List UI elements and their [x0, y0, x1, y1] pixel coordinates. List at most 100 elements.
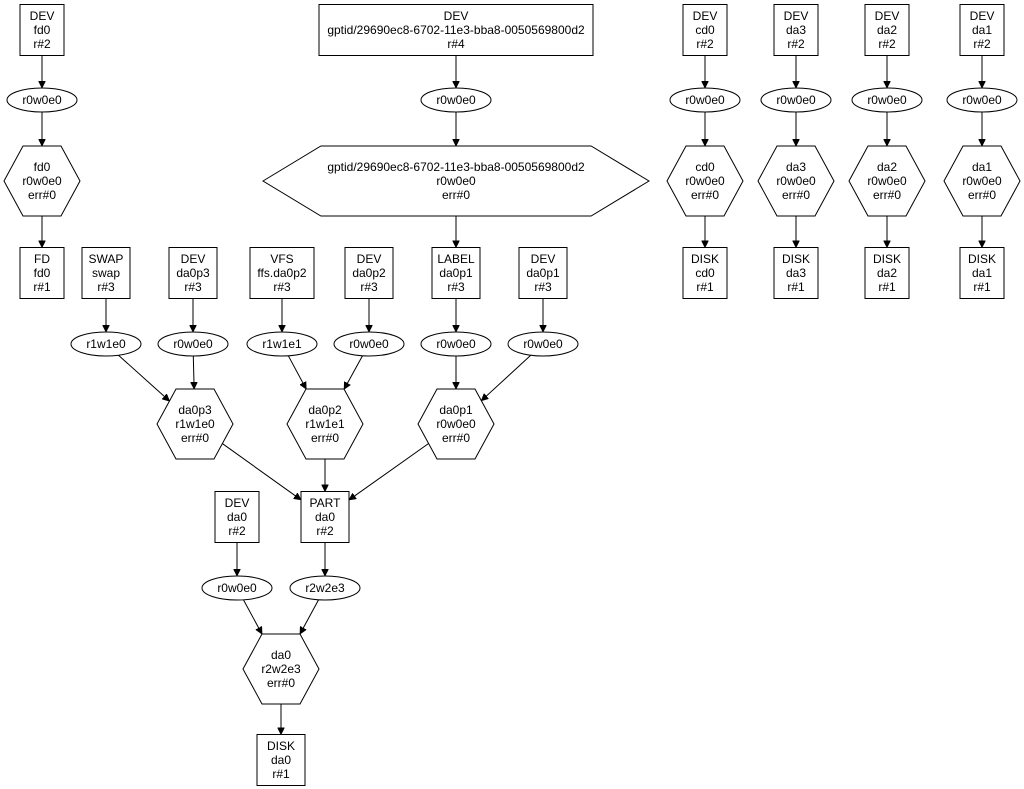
node-label-line: r0w0e0 — [436, 417, 476, 431]
node-label-line: r0w0e0 — [867, 93, 907, 107]
node-label-line: r#1 — [33, 280, 51, 294]
node-label-line: DEV — [693, 9, 718, 23]
node-label-line: r#3 — [273, 280, 291, 294]
box-shape — [19, 4, 65, 56]
node-cons-label: r0w0e0 — [420, 331, 492, 357]
node-label-line: r#2 — [696, 37, 714, 51]
node-label-line: fd0 — [34, 23, 51, 37]
box-shape — [318, 4, 594, 56]
box-shape — [249, 247, 315, 299]
edge-cons_swap-to-prov_da0p3 — [118, 354, 169, 401]
node-label-line: FD — [34, 252, 50, 266]
node-label-line: LABEL — [437, 252, 475, 266]
ellipse-shape — [760, 87, 832, 113]
node-label-line: DISK — [968, 252, 996, 266]
box-shape — [959, 4, 1005, 56]
node-label-line: r#1 — [696, 280, 714, 294]
node-cons-swap: r1w1e0 — [70, 331, 142, 357]
ellipse-shape — [201, 575, 273, 601]
node-label-line: r0w0e0 — [962, 174, 1002, 188]
node-label-line: err#0 — [267, 676, 295, 690]
hexagon-shape — [666, 145, 744, 217]
node-label-line: r1w1e0 — [175, 417, 215, 431]
node-label-line: da2 — [877, 266, 897, 280]
node-dev-gptid: DEVgptid/29690ec8-6702-11e3-bba8-0050569… — [318, 4, 594, 56]
node-label-line: r#1 — [878, 280, 896, 294]
node-label-line: da0p3 — [178, 403, 212, 417]
hexagon-shape — [3, 145, 81, 217]
node-label-line: err#0 — [442, 431, 470, 445]
box-shape — [959, 247, 1005, 299]
node-label-line: r0w0e0 — [22, 174, 62, 188]
ellipse-shape — [6, 87, 78, 113]
edge-cons_da0p1-to-prov_da0p1 — [481, 354, 532, 400]
node-label-line: cd0 — [695, 266, 715, 280]
node-label-line: SWAP — [89, 252, 124, 266]
ellipse-shape — [851, 87, 923, 113]
hexagon-shape — [156, 388, 234, 460]
node-label-line: da3 — [786, 160, 806, 174]
node-label-line: r#1 — [272, 767, 290, 781]
ellipse-shape — [669, 87, 741, 113]
edge-prov_da0p1-to-geom_part — [349, 443, 429, 499]
box-shape — [682, 247, 728, 299]
edge-cons_dev_da0-to-prov_da0 — [242, 599, 263, 634]
ellipse-shape — [420, 331, 492, 357]
node-label-line: PART — [310, 496, 342, 510]
node-label-line: r2w2e3 — [305, 581, 345, 595]
node-label-line: DEV — [444, 9, 469, 23]
node-label-line: DISK — [691, 252, 719, 266]
node-label-line: fd0 — [34, 266, 51, 280]
node-label-line: r#3 — [534, 280, 552, 294]
hexagon-shape — [262, 145, 650, 217]
edge-cons_da0p2-to-prov_da0p2 — [343, 355, 363, 389]
ellipse-shape — [246, 331, 318, 357]
hexagon-shape — [286, 388, 364, 460]
hexagon-shape — [943, 145, 1021, 217]
node-prov-gptid: gptid/29690ec8-6702-11e3-bba8-0050569800… — [262, 145, 650, 217]
node-label-line: swap — [92, 266, 120, 280]
node-cons-part: r2w2e3 — [289, 575, 361, 601]
ellipse-shape — [507, 331, 579, 357]
node-label-line: da3 — [786, 266, 806, 280]
node-cons-da1: r0w0e0 — [946, 87, 1018, 113]
box-shape — [168, 247, 218, 299]
node-label-line: r#3 — [447, 280, 465, 294]
node-label-line: r#2 — [316, 524, 334, 538]
node-label-line: r1w1e0 — [86, 337, 126, 351]
node-label-line: da1 — [972, 266, 992, 280]
node-label-line: DEV — [531, 252, 556, 266]
node-label-line: r0w0e0 — [22, 93, 62, 107]
node-cons-gptid: r0w0e0 — [420, 87, 492, 113]
box-shape — [682, 4, 728, 56]
ellipse-shape — [289, 575, 361, 601]
ellipse-shape — [157, 331, 229, 357]
node-label-line: DEV — [30, 9, 55, 23]
node-label-line: r#3 — [184, 280, 202, 294]
box-shape — [256, 734, 306, 786]
node-label-line: r#3 — [97, 280, 115, 294]
edge-cons_da0p3-to-prov_da0p3 — [193, 355, 194, 389]
node-label-line: r0w0e0 — [867, 174, 907, 188]
node-label-line: da0 — [227, 510, 247, 524]
node-label-line: cd0 — [695, 160, 715, 174]
node-label-line: r#2 — [33, 37, 51, 51]
node-label-line: da2 — [877, 23, 897, 37]
node-cons-da0p1: r0w0e0 — [507, 331, 579, 357]
box-shape — [19, 247, 65, 299]
node-label-line: da0p1 — [439, 266, 473, 280]
